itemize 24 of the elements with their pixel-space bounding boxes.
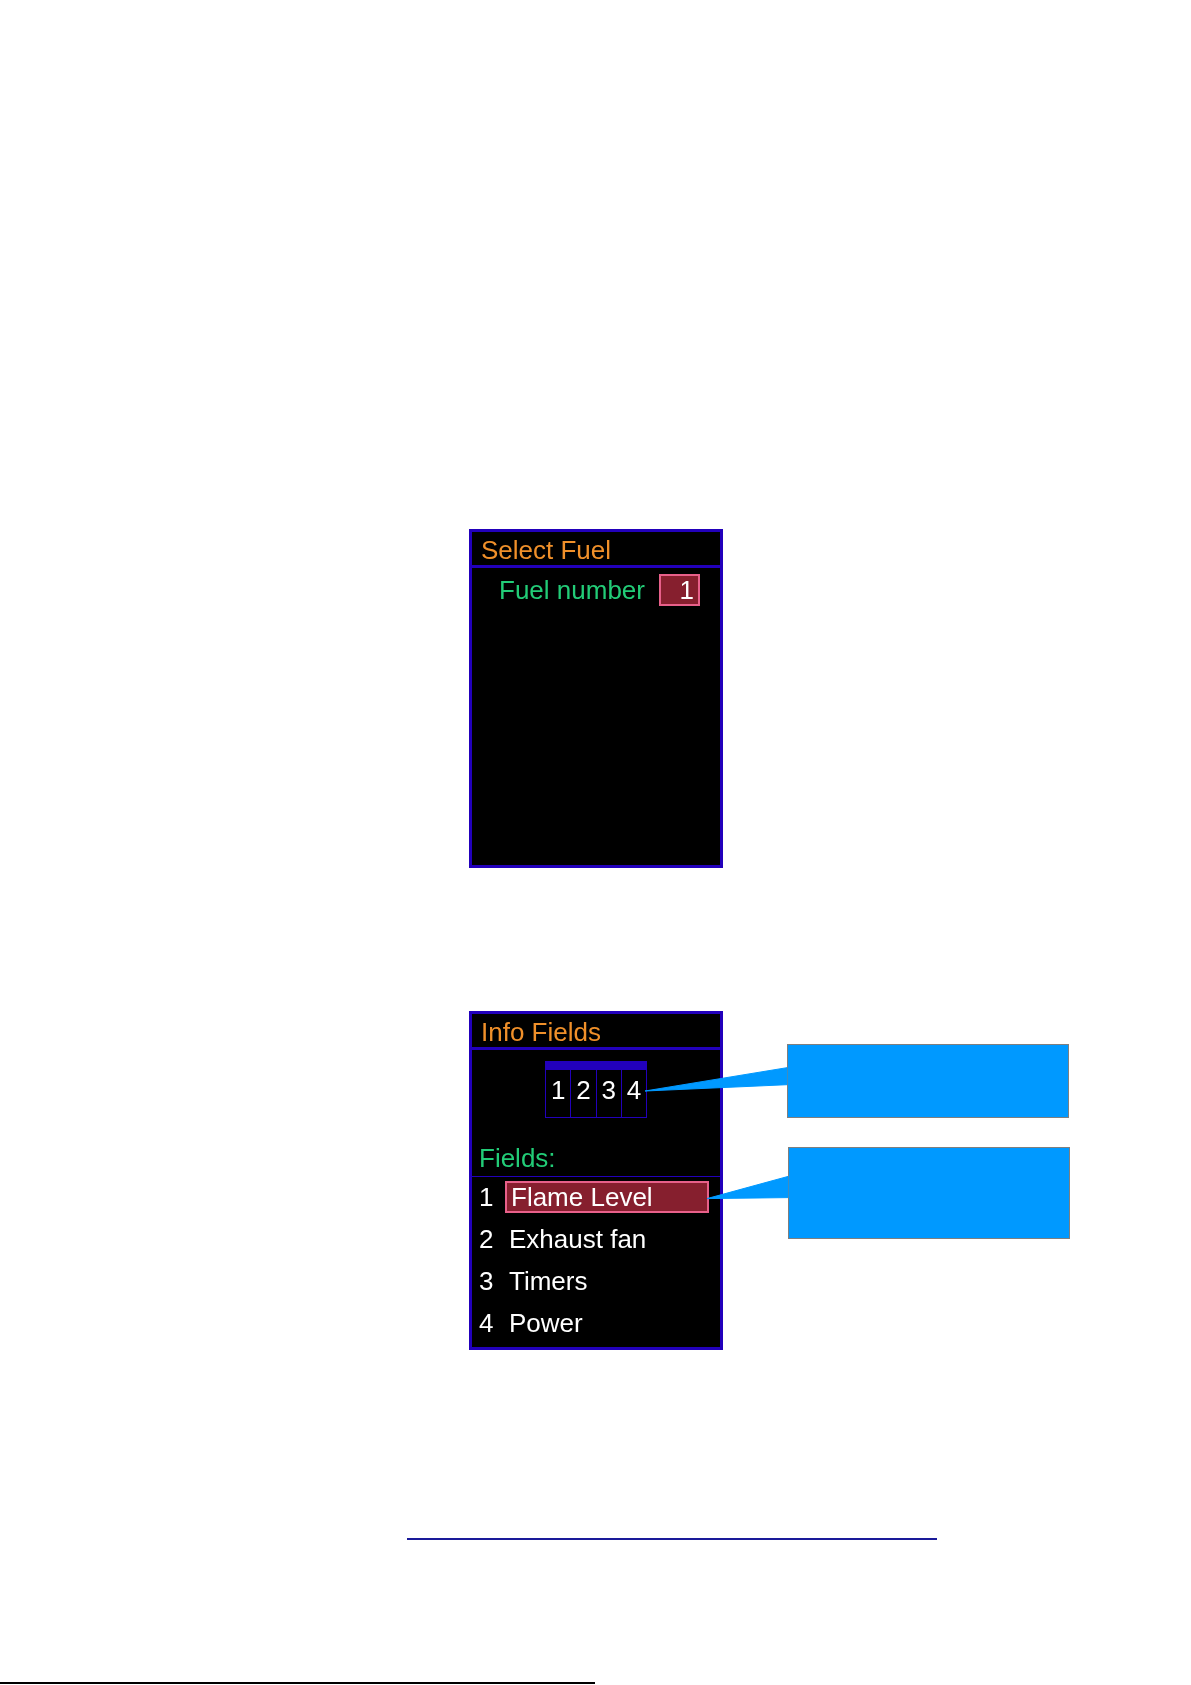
tab-number: 4 xyxy=(620,1070,646,1117)
row-number: 1 xyxy=(479,1182,494,1213)
callout-pointer xyxy=(644,1067,788,1092)
screen-title: Select Fuel xyxy=(481,535,612,566)
screen-panel xyxy=(469,529,723,868)
list-item: Exhaust fan xyxy=(509,1224,647,1255)
screen-title: Info Fields xyxy=(481,1017,601,1048)
callout-box xyxy=(788,1147,1070,1239)
list-item: Timers xyxy=(509,1266,588,1297)
callout-pointer xyxy=(706,1175,789,1200)
selected-value-field: Flame Level xyxy=(505,1181,709,1213)
callout-box xyxy=(787,1044,1069,1118)
field-label: Fuel number xyxy=(499,574,645,606)
tab-number: 1 xyxy=(549,1074,567,1107)
row-number: 2 xyxy=(479,1224,494,1255)
tab-strip xyxy=(545,1061,647,1118)
selected-value-field: 1 xyxy=(659,574,700,606)
screen-panel xyxy=(469,1011,723,1350)
tab-number: 2 xyxy=(570,1070,596,1117)
tab-number: 3 xyxy=(595,1070,621,1117)
list-item: Power xyxy=(509,1308,583,1339)
list-heading: Fields: xyxy=(479,1143,556,1174)
row-number: 4 xyxy=(479,1308,494,1339)
row-number: 3 xyxy=(479,1266,494,1297)
